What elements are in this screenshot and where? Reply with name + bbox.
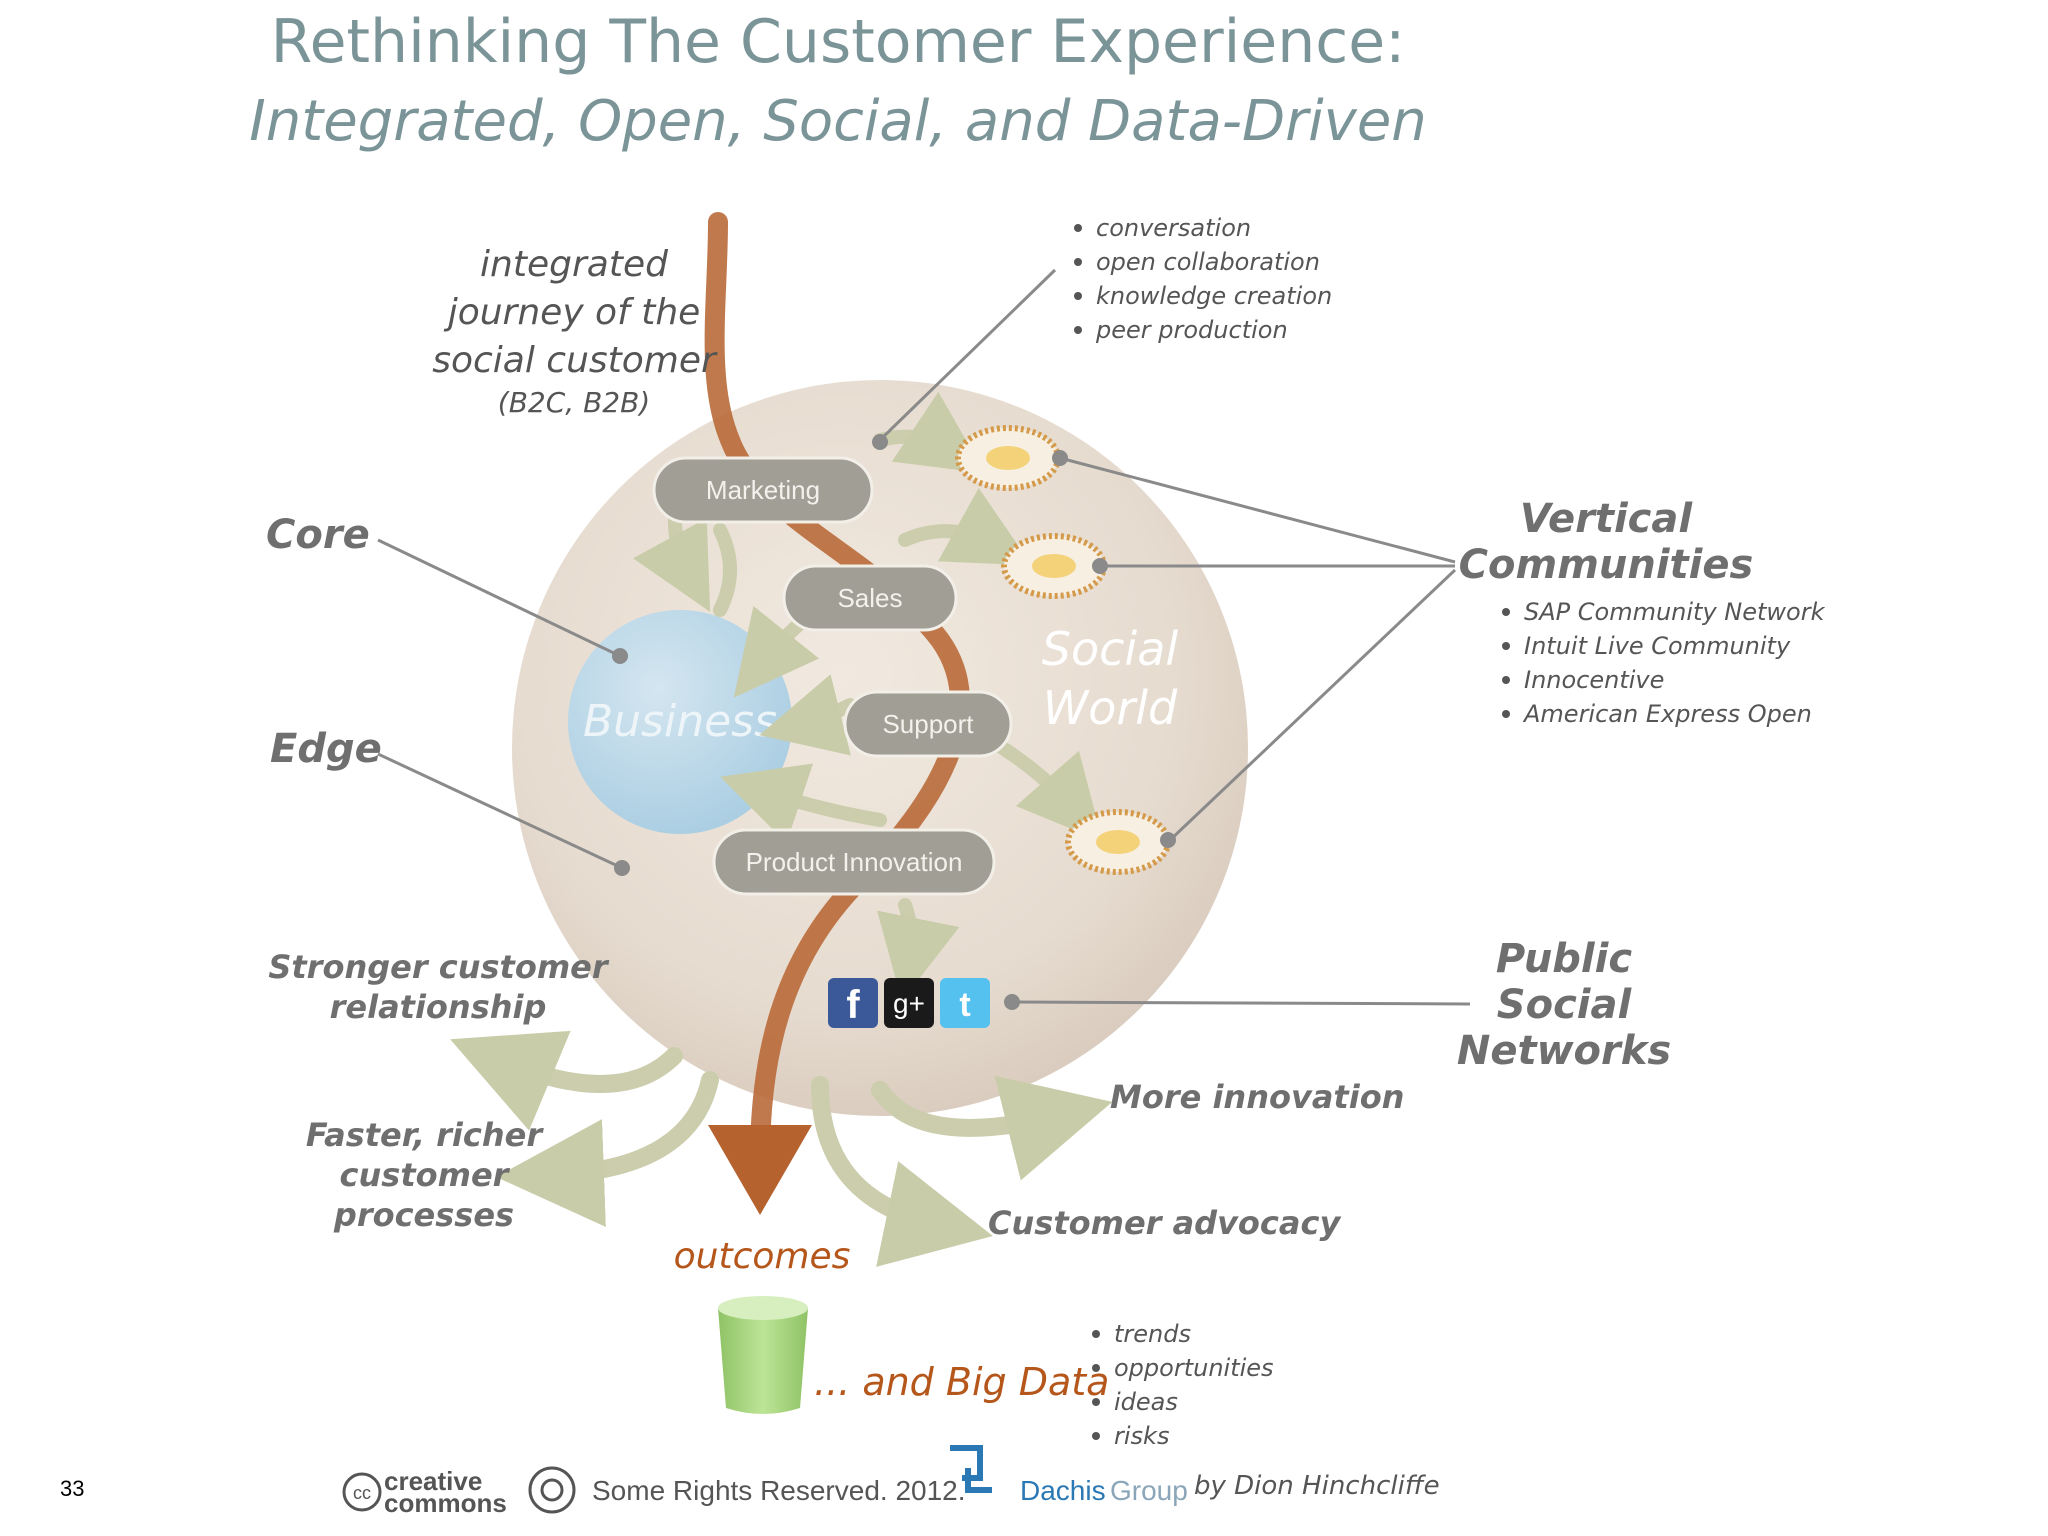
cc-line1: creative bbox=[384, 1466, 482, 1496]
journey-line4: (B2C, B2B) bbox=[498, 386, 650, 419]
outcomes-label: outcomes bbox=[674, 1236, 851, 1277]
journey-caption: integrated journey of the social custome… bbox=[432, 244, 718, 419]
svg-text:f: f bbox=[846, 983, 860, 1027]
title-line1: Rethinking The Customer Experience: bbox=[271, 7, 1406, 77]
facebook-icon: f bbox=[828, 978, 878, 1028]
journey-line2: journey of the bbox=[443, 292, 701, 333]
big-data-label: ... and Big Data bbox=[814, 1360, 1109, 1404]
faster-processes-2: customer bbox=[340, 1156, 511, 1194]
vc-item-4: American Express Open bbox=[1522, 700, 1812, 728]
stronger-relationship-2: relationship bbox=[330, 988, 547, 1026]
journey-line3: social customer bbox=[432, 340, 718, 381]
svg-text:t: t bbox=[959, 986, 970, 1024]
dachis-text: Dachis bbox=[1020, 1475, 1106, 1506]
stronger-relationship-1: Stronger customer bbox=[268, 948, 610, 986]
social-world-label-1: Social bbox=[1042, 622, 1179, 676]
edge-label: Edge bbox=[270, 726, 382, 772]
top-bullet-3: knowledge creation bbox=[1096, 282, 1332, 310]
journey-arrowhead bbox=[708, 1125, 812, 1215]
sales-label: Sales bbox=[837, 583, 902, 613]
support-label: Support bbox=[882, 709, 974, 739]
more-innovation-label: More innovation bbox=[1110, 1078, 1404, 1116]
public-social-line3: Networks bbox=[1457, 1028, 1671, 1074]
product-innovation-pill: Product Innovation bbox=[712, 828, 996, 896]
journey-line1: integrated bbox=[480, 244, 669, 285]
top-bullet-1: conversation bbox=[1096, 214, 1251, 242]
data-bullet-4: risks bbox=[1114, 1422, 1169, 1450]
top-bullet-2: open collaboration bbox=[1096, 248, 1320, 276]
public-social-line1: Public bbox=[1496, 936, 1632, 982]
svg-text:g+: g+ bbox=[893, 988, 925, 1019]
data-bullet-2: opportunities bbox=[1114, 1354, 1274, 1382]
connector-dots bbox=[612, 434, 1176, 1010]
top-bullet-dots bbox=[1074, 224, 1082, 334]
vertical-communities-line2: Communities bbox=[1459, 542, 1754, 588]
creative-commons-logo: cc creative commons bbox=[342, 1466, 507, 1518]
big-data-bucket-icon bbox=[718, 1296, 808, 1414]
slide-number: 33 bbox=[60, 1476, 85, 1501]
vertical-communities-list: SAP Community Network Intuit Live Commun… bbox=[1502, 598, 1826, 728]
community-ring-2 bbox=[1001, 533, 1107, 599]
top-bullet-4: peer production bbox=[1095, 316, 1288, 344]
svg-text:cc: cc bbox=[353, 1483, 371, 1503]
customer-advocacy-label: Customer advocacy bbox=[988, 1204, 1341, 1242]
marketing-label: Marketing bbox=[706, 475, 820, 505]
vertical-communities-line1: Vertical bbox=[1520, 496, 1693, 542]
twitter-icon: t bbox=[940, 978, 990, 1028]
marketing-pill: Marketing bbox=[652, 456, 874, 524]
sales-pill: Sales bbox=[782, 564, 958, 632]
vc-bullet-dots bbox=[1502, 608, 1510, 718]
attribution-icon bbox=[528, 1466, 576, 1514]
top-bullet-list: conversation open collaboration knowledg… bbox=[1074, 214, 1332, 344]
data-bullet-1: trends bbox=[1114, 1320, 1191, 1348]
rights-text: Some Rights Reserved. 2012. bbox=[592, 1475, 966, 1506]
outcome-arrows bbox=[450, 1030, 1113, 1267]
social-network-icons: f g+ t bbox=[828, 978, 990, 1028]
footer: cc creative commons Some Rights Reserved… bbox=[342, 1445, 1440, 1518]
core-label: Core bbox=[266, 512, 370, 558]
public-social-line2: Social bbox=[1497, 982, 1633, 1028]
connector-lines bbox=[377, 268, 1471, 1006]
data-bullet-dots bbox=[1092, 1330, 1100, 1440]
faster-processes-3: processes bbox=[333, 1196, 514, 1234]
dachis-group-logo: Dachis Group bbox=[950, 1445, 1188, 1506]
product-innovation-label: Product Innovation bbox=[746, 847, 963, 877]
social-world-label-2: World bbox=[1043, 681, 1178, 735]
customer-journey-arrow bbox=[704, 212, 971, 1170]
business-label: Business bbox=[583, 696, 777, 747]
title-line2: Integrated, Open, Social, and Data-Drive… bbox=[249, 89, 1427, 154]
community-ring-3 bbox=[1065, 809, 1171, 875]
data-bullet-list: trends opportunities ideas risks bbox=[1092, 1320, 1274, 1450]
community-ring-1 bbox=[955, 425, 1061, 491]
group-text: Group bbox=[1110, 1475, 1188, 1506]
vc-item-2: Intuit Live Community bbox=[1524, 632, 1791, 660]
data-bullet-3: ideas bbox=[1114, 1388, 1178, 1416]
google-plus-icon: g+ bbox=[884, 978, 934, 1028]
support-pill: Support bbox=[843, 690, 1013, 758]
vc-item-1: SAP Community Network bbox=[1524, 598, 1826, 626]
author-text: by Dion Hinchcliffe bbox=[1194, 1471, 1440, 1501]
vc-item-3: Innocentive bbox=[1524, 666, 1664, 694]
cc-line2: commons bbox=[384, 1488, 507, 1518]
faster-processes-1: Faster, richer bbox=[306, 1116, 544, 1154]
